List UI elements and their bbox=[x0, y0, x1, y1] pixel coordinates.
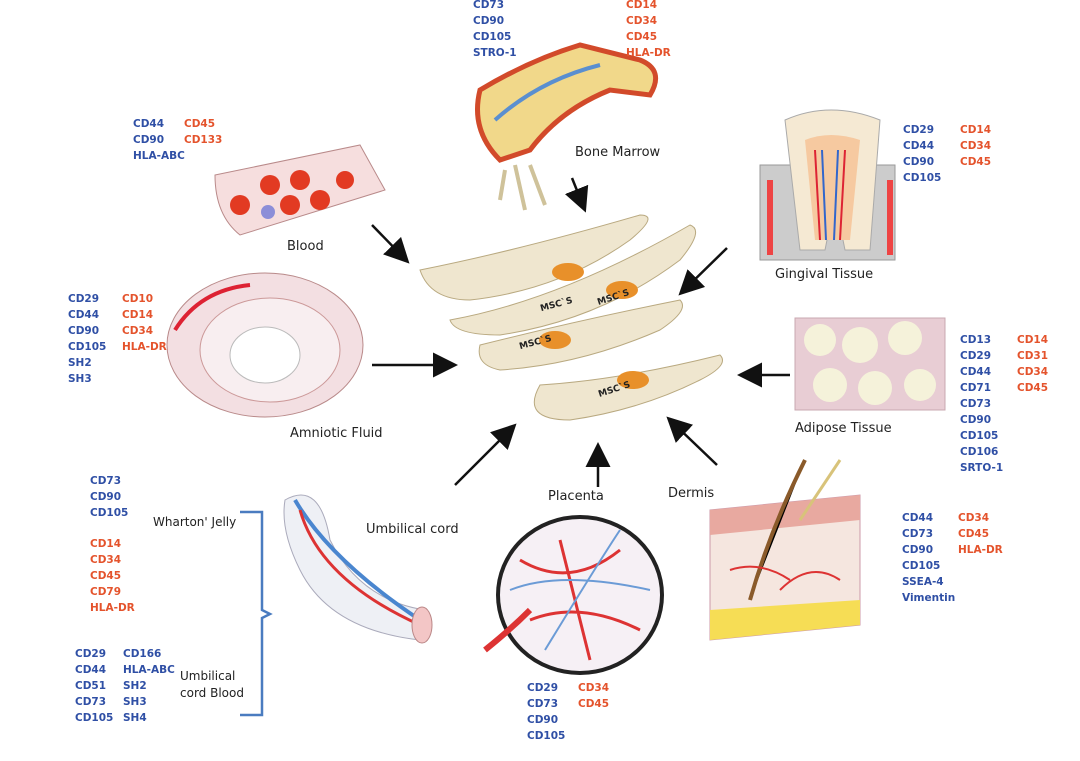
arrow-umbilical bbox=[454, 423, 517, 486]
placenta-label: Placenta bbox=[548, 489, 604, 504]
blood-label: Blood bbox=[287, 239, 324, 254]
tooth-illustration bbox=[759, 109, 896, 261]
bone-marrow-label: Bone Marrow bbox=[575, 145, 661, 160]
skin-dermis-illustration bbox=[709, 459, 861, 641]
cord-blood-label: Umbilical cord Blood bbox=[180, 669, 244, 700]
amniotic-fetus-illustration bbox=[166, 272, 364, 418]
blood-vessel-illustration bbox=[214, 144, 386, 236]
adipose-label: Adipose Tissue bbox=[795, 421, 892, 436]
arrow-blood bbox=[371, 224, 410, 264]
arrow-bone-marrow bbox=[564, 177, 589, 213]
dermis-label: Dermis bbox=[668, 486, 715, 501]
bracket bbox=[240, 510, 273, 717]
arrow-dermis bbox=[666, 416, 718, 466]
placenta-illustration bbox=[483, 515, 664, 675]
bone-marrow-illustration bbox=[475, 42, 659, 211]
gingival-label: Gingival Tissue bbox=[775, 267, 874, 282]
adipose-illustration bbox=[794, 317, 946, 411]
arrow-gingival bbox=[678, 247, 728, 296]
amniotic-label: Amniotic Fluid bbox=[290, 426, 383, 441]
wharton-jelly-label: Wharton' Jelly bbox=[153, 515, 237, 529]
umbilical-cord-label: Umbilical cord bbox=[366, 522, 459, 537]
msc-cells-illustration bbox=[419, 214, 723, 421]
umbilical-cord-illustration bbox=[283, 494, 433, 644]
